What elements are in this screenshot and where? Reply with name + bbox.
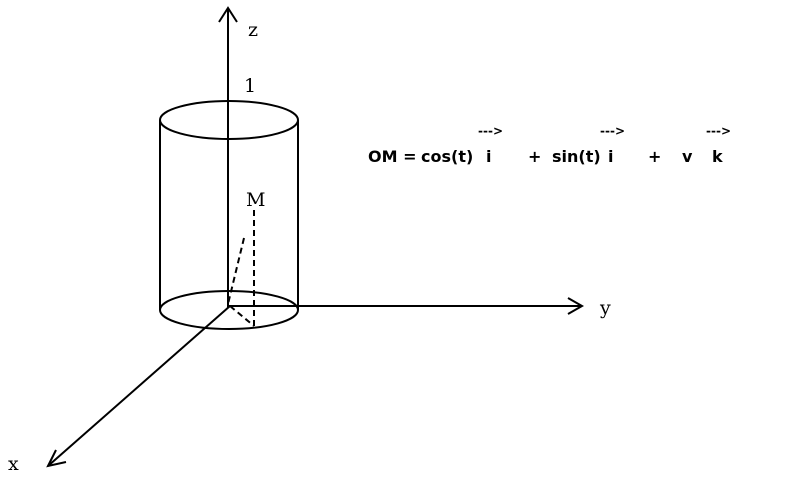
formula-vector-i-1: i [486, 147, 491, 166]
formula-term-cos: cos(t) [421, 147, 473, 166]
m-radius-segment [229, 305, 255, 327]
z-axis-label: z [248, 19, 258, 41]
formula-vector-k: k [712, 147, 723, 166]
vector-arrow-2: ---> [600, 124, 625, 138]
height-label: 1 [244, 75, 256, 97]
vector-arrow-1: ---> [478, 124, 503, 138]
x-axis [46, 305, 231, 468]
x-axis-label: x [8, 453, 19, 475]
cylinder [159, 100, 299, 330]
z-axis-arrowhead [218, 6, 238, 23]
vector-arrow-3: ---> [706, 124, 731, 138]
formula-vector-i-2: i [608, 147, 613, 166]
point-m-construction [227, 210, 255, 327]
formula-lhs: OM = [368, 147, 417, 166]
formula-term-v: v [682, 147, 693, 166]
z-axis [218, 6, 238, 308]
y-axis-arrowhead [567, 297, 585, 315]
formula-plus-2: + [648, 147, 661, 166]
point-m-label: M [246, 189, 265, 211]
formula-plus-1: + [528, 147, 541, 166]
x-axis-arrowhead [46, 449, 67, 468]
m-curve-pointer [227, 237, 245, 305]
y-axis-label: y [599, 297, 611, 319]
parametric-formula: OM = cos(t) ---> i + sin(t) ---> i + v -… [368, 124, 731, 166]
y-axis [228, 297, 585, 315]
formula-term-sin: sin(t) [552, 147, 601, 166]
